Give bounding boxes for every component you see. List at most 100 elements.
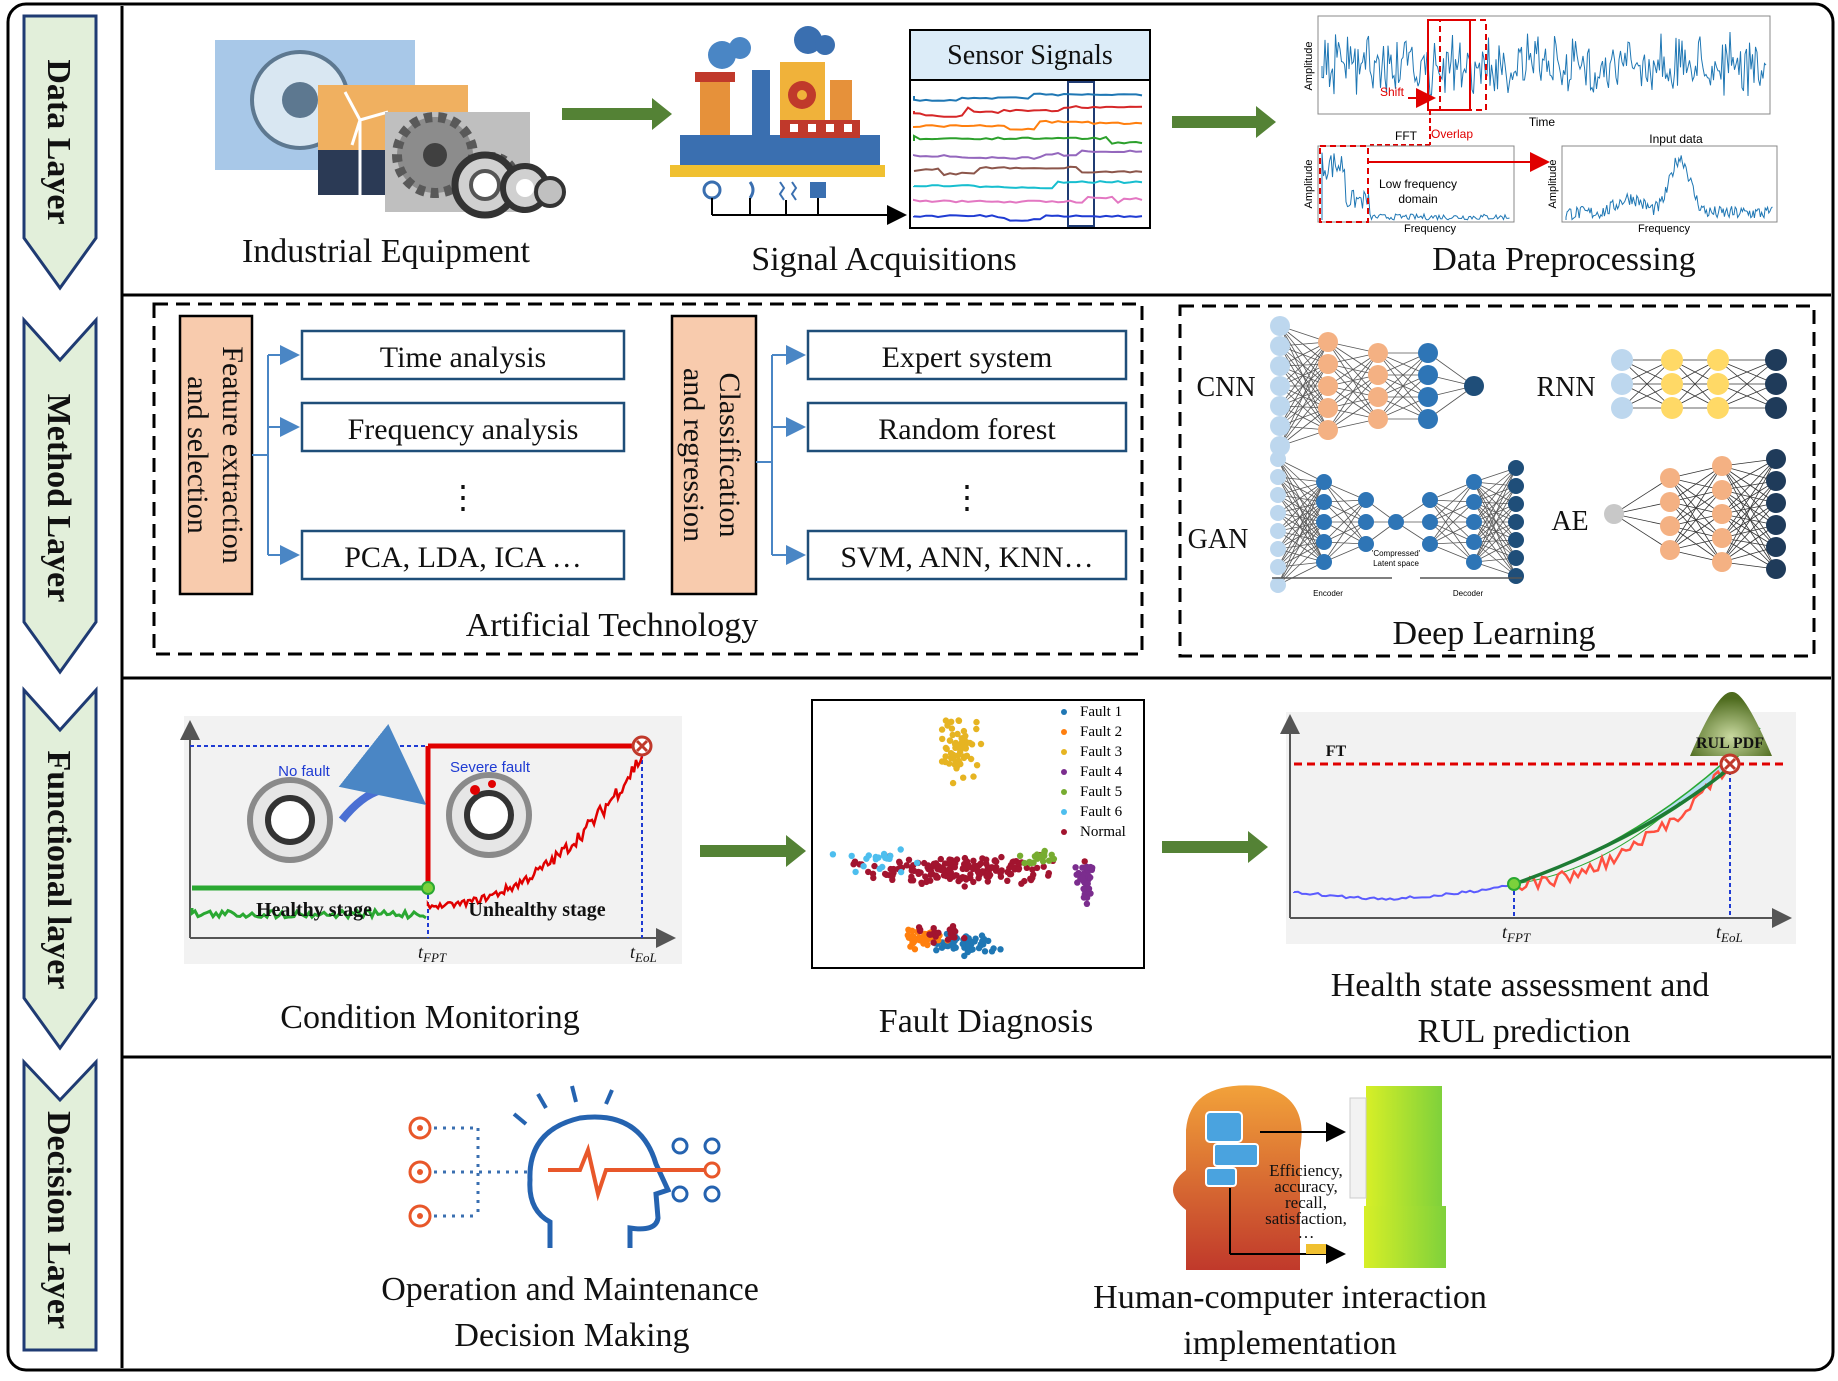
legend-dot [1061, 789, 1067, 795]
condition-monitoring-label: Condition Monitoring [280, 999, 579, 1036]
cm-no-fault-label: No fault [278, 763, 331, 780]
layer-label-decision: Decision Layer [40, 1111, 77, 1329]
legend-label: Fault 3 [1080, 744, 1122, 760]
class-ellipsis: ⋮ [951, 479, 983, 515]
classification-title-2: and regression [677, 368, 710, 542]
data-preprocessing-label: Data Preprocessing [1432, 241, 1695, 278]
fault-diagnosis-label: Fault Diagnosis [879, 1003, 1093, 1040]
arrow-equipment-to-acquisition [562, 98, 672, 130]
prep-domain-label: domain [1398, 192, 1437, 206]
legend-label: Fault 4 [1080, 764, 1123, 780]
fault-diagnosis-scatter: Fault 1 Fault 2 Fault 3 Fault 4 Fault 5 Fault… [811, 699, 1145, 969]
rul-ft-label: FT [1326, 743, 1347, 760]
feature-item-time-box [300, 329, 626, 381]
hci-box-line-1: Efficiency, [1269, 1161, 1343, 1180]
rul-prediction-chart [1280, 691, 1796, 944]
gan-compressed-2: Latent space [1373, 559, 1419, 568]
prep-frequency-left: Frequency [1404, 223, 1456, 235]
net-label-rnn: RNN [1536, 372, 1595, 403]
outer-frame [6, 2, 1835, 1372]
feature-item-pca: PCA, LDA, ICA … [344, 541, 582, 574]
class-item-expert-box [806, 329, 1128, 381]
condition-monitoring-chart [180, 716, 682, 964]
arrow-monitoring-to-diagnosis [700, 835, 806, 867]
gan-decoder-label: Decoder [1453, 589, 1484, 598]
artificial-technology-label: Artificial Technology [466, 607, 759, 644]
prep-time-label: Time [1529, 115, 1556, 129]
legend-dot [1061, 749, 1067, 755]
rul-t-fpt: tFPT [1502, 922, 1531, 945]
data-preprocessing-figure [1317, 15, 1778, 223]
legend-label: Fault 2 [1080, 724, 1122, 740]
cm-t-eol: tEoL [630, 942, 657, 965]
feature-extraction-title-1: Feature extraction [216, 346, 249, 563]
prep-amplitude-left: Amplitude [1303, 160, 1315, 209]
prep-fft-label: FFT [1395, 129, 1418, 143]
preprocess-input-data [1565, 155, 1773, 221]
legend-label: Fault 5 [1080, 784, 1122, 800]
rul-pdf-label: RUL PDF [1696, 735, 1764, 752]
sensor-signals-title: Sensor Signals [947, 40, 1113, 71]
cnn-network-diagram [1270, 316, 1484, 456]
gan-encoder-label: Encoder [1313, 589, 1343, 598]
human-computer-icon [1173, 1085, 1446, 1270]
rnn-network-diagram [1611, 349, 1787, 419]
legend-label: Fault 1 [1080, 704, 1122, 720]
preprocess-time-signal [1321, 31, 1767, 97]
legend-label: Fault 6 [1080, 804, 1123, 820]
layer-label-data: Data Layer [40, 59, 77, 224]
prep-overlap-label: Overlap [1431, 127, 1473, 141]
layer-label-method: Method Layer [40, 394, 77, 603]
cm-healthy-stage-label: Healthy stage [256, 899, 372, 921]
layer-chevron-data: Data Layer [22, 14, 98, 291]
hci-box-line-5: … [1298, 1223, 1315, 1242]
rul-t-eol: tEoL [1716, 922, 1743, 945]
legend-dot [1061, 829, 1067, 835]
artificial-technology-frame [152, 302, 1144, 656]
deep-learning-frame [1178, 304, 1816, 658]
industrial-equipment-image [215, 40, 566, 219]
classification-box [670, 314, 758, 596]
layer-label-functional: Functional layer [40, 751, 77, 990]
prep-amplitude-top: Amplitude [1303, 42, 1315, 91]
class-item-expert: Expert system [882, 341, 1053, 374]
cm-severe-fault-label: Severe fault [450, 759, 531, 776]
class-item-svm-box [806, 529, 1128, 581]
health-assessment-label-2: RUL prediction [1417, 1013, 1630, 1050]
layer-chevron-decision: Decision Layer [22, 1058, 98, 1352]
legend-dot [1061, 809, 1067, 815]
hci-label-1: Human-computer interaction [1093, 1279, 1487, 1316]
net-label-cnn: CNN [1196, 372, 1255, 403]
net-label-ae: AE [1551, 506, 1588, 537]
tsne-scatter-points [829, 717, 1096, 960]
arrow-acquisition-to-preprocessing [1172, 106, 1276, 138]
decision-head-icon [408, 1085, 721, 1248]
layer-chevron-method: Method Layer [22, 316, 98, 675]
hci-label-2: implementation [1183, 1325, 1396, 1362]
feature-item-frequency: Frequency analysis [348, 413, 579, 446]
feature-ellipsis: ⋮ [447, 479, 479, 515]
ae-network-diagram [1604, 449, 1786, 579]
gan-network-diagram [1270, 451, 1524, 593]
cm-unhealthy-stage-label: Unhealthy stage [468, 899, 605, 921]
cm-t-fpt: tFPT [418, 942, 447, 965]
prep-amplitude-right: Amplitude [1547, 160, 1559, 209]
prep-input-data-label: Input data [1649, 132, 1703, 146]
sensor-signals-panel [909, 29, 1151, 229]
feature-item-frequency-box [300, 401, 626, 453]
om-label-1: Operation and Maintenance [381, 1271, 759, 1308]
preprocess-spectrum [1321, 152, 1510, 222]
legend-dot [1061, 709, 1067, 715]
arrow-diagnosis-to-rul [1162, 831, 1268, 863]
layer-chevron-functional: Functional layer [22, 686, 98, 1051]
feature-item-time: Time analysis [380, 341, 546, 374]
feature-extraction-box [178, 314, 254, 596]
gan-compressed-1: 'Compressed' [1372, 549, 1421, 558]
prep-low-frequency-label: Low frequency [1379, 177, 1457, 191]
classification-title-1: Classification [713, 373, 746, 538]
factory-illustration [670, 26, 907, 225]
hci-box-line-3: recall, [1285, 1193, 1327, 1212]
feature-extraction-title-2: and selection [181, 376, 214, 533]
feature-item-pca-box [300, 529, 626, 581]
